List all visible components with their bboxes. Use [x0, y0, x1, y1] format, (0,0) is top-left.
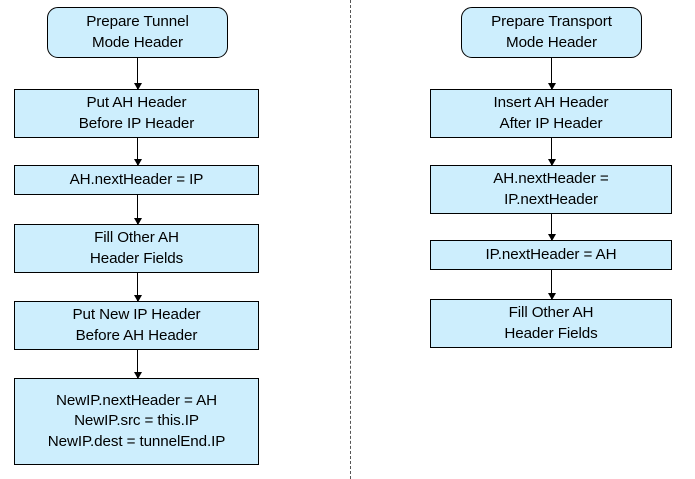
node-tunnel-step-4[interactable]: Put New IP Header Before AH Header	[14, 301, 259, 350]
node-line: Header Fields	[89, 249, 184, 267]
node-line: NewIP.dest = tunnelEnd.IP	[47, 432, 226, 450]
node-line: NewIP.nextHeader = AH	[56, 392, 217, 410]
node-line: Before AH Header	[75, 326, 198, 344]
arrow-tunnel-step-1-to-step-2	[133, 138, 142, 166]
arrow-transport-step-3-to-step-4	[547, 270, 556, 300]
node-tunnel-step-2[interactable]: AH.nextHeader = IP	[14, 165, 259, 195]
arrow-tunnel-step-2-to-step-3	[133, 195, 142, 225]
node-line: Put AH Header	[86, 94, 187, 112]
node-transport-step-1[interactable]: Insert AH Header After IP Header	[430, 89, 672, 138]
node-line: After IP Header	[499, 114, 603, 132]
node-line: Prepare Transport	[491, 13, 612, 31]
node-line: AH.nextHeader =	[493, 170, 609, 188]
node-line: IP.nextHeader	[504, 190, 598, 208]
node-line: Fill Other AH	[508, 304, 594, 322]
node-line: Insert AH Header	[493, 94, 609, 112]
node-transport-start[interactable]: Prepare Transport Mode Header	[461, 7, 642, 58]
node-tunnel-step-1[interactable]: Put AH Header Before IP Header	[14, 89, 259, 138]
node-line: Before IP Header	[78, 114, 195, 132]
node-transport-step-4[interactable]: Fill Other AH Header Fields	[430, 299, 672, 348]
arrow-transport-step-1-to-step-2	[547, 138, 556, 166]
column-divider-line	[350, 0, 351, 479]
arrow-transport-step-2-to-step-3	[547, 214, 556, 241]
arrow-tunnel-start-to-step-1	[133, 58, 142, 90]
arrow-tunnel-step-3-to-step-4	[133, 273, 142, 302]
node-line: Prepare Tunnel	[86, 13, 189, 31]
node-tunnel-start[interactable]: Prepare Tunnel Mode Header	[47, 7, 228, 58]
node-line: Fill Other AH	[94, 229, 179, 247]
arrow-transport-start-to-step-1	[547, 58, 556, 90]
node-line: Header Fields	[504, 324, 598, 342]
node-transport-step-3[interactable]: IP.nextHeader = AH	[430, 240, 672, 270]
node-line: IP.nextHeader = AH	[485, 245, 617, 263]
node-line: Put New IP Header	[72, 306, 201, 324]
node-line: NewIP.src = this.IP	[74, 412, 199, 430]
node-line: AH.nextHeader = IP	[69, 170, 204, 188]
arrow-tunnel-step-4-to-step-5	[133, 350, 142, 379]
node-tunnel-step-5[interactable]: NewIP.nextHeader = AH NewIP.src = this.I…	[14, 378, 259, 465]
node-line: Mode Header	[92, 33, 183, 51]
node-tunnel-step-3[interactable]: Fill Other AH Header Fields	[14, 224, 259, 273]
node-line: Mode Header	[506, 33, 597, 51]
node-transport-step-2[interactable]: AH.nextHeader = IP.nextHeader	[430, 165, 672, 214]
